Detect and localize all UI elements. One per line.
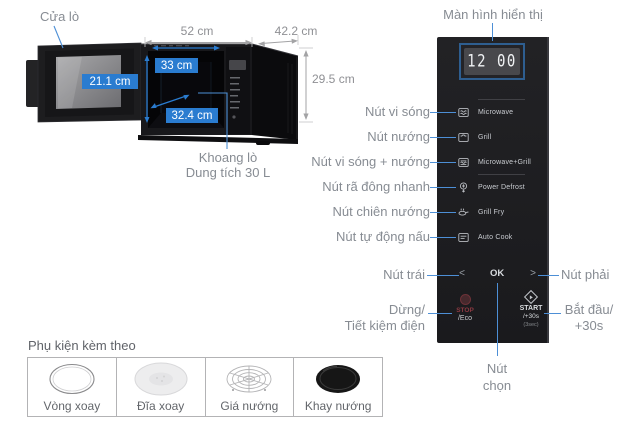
grill-fry-icon xyxy=(458,207,469,216)
control-panel: 12 00 Microwave Grill Microwave+Grill xyxy=(437,37,549,343)
left-arrow-callout-line xyxy=(427,275,459,276)
panel-separator xyxy=(478,99,525,100)
microwave-button-label: Microwave xyxy=(478,108,514,116)
auto-cook-callout-line xyxy=(430,237,456,238)
ok-button: OK xyxy=(490,268,505,279)
cavity-callout-line1: Khoang lò xyxy=(198,150,258,165)
grill-fry-button-label: Grill Fry xyxy=(478,208,505,216)
right-arrow-callout-line xyxy=(538,275,559,276)
cavity-callout-label: Khoang lò Dung tích 30 L xyxy=(168,150,288,180)
microwave-grill-button: Microwave+Grill xyxy=(458,155,531,169)
grill-callout-label: Nút nướng xyxy=(367,129,430,144)
oven-side xyxy=(251,43,299,140)
display-screen: 12 00 xyxy=(464,48,520,75)
ok-callout-line2: chọn xyxy=(482,378,512,393)
accessories-table: Vòng xoay Đĩa xoay xyxy=(27,357,383,417)
start-icon xyxy=(523,289,539,305)
grill-icon xyxy=(458,132,469,142)
grill-button-label: Grill xyxy=(478,133,492,141)
cavity-dimension-arrows xyxy=(144,45,220,123)
door-callout-label: Cửa lò xyxy=(40,9,80,24)
grill-fry-callout-label: Nút chiên nướng xyxy=(332,204,430,219)
roller-ring-icon xyxy=(49,363,95,395)
grill-fry-button: Grill Fry xyxy=(458,205,504,219)
start-hold-hint: (3sec) xyxy=(523,322,539,328)
defrost-callout-label: Nút rã đông nhanh xyxy=(322,179,430,194)
display-time: 12 00 xyxy=(467,52,517,71)
start-30s-label: /+30s xyxy=(522,313,540,320)
accessories-heading: Phụ kiện kèm theo xyxy=(28,338,136,353)
right-arrow-button: > xyxy=(530,268,536,279)
width-dimension: 52 cm xyxy=(180,24,214,38)
stop-callout-line2: Tiết kiệm điện xyxy=(344,318,425,333)
auto-cook-icon xyxy=(458,232,469,242)
ok-callout-line xyxy=(497,283,498,356)
eco-label: /Eco xyxy=(457,315,472,322)
start-label: START xyxy=(519,305,543,312)
accessory-turntable: Đĩa xoay xyxy=(117,358,206,416)
cavity-depth-badge: 32.4 cm xyxy=(166,108,218,123)
left-arrow-button: < xyxy=(459,268,465,279)
microwave-grill-callout-line xyxy=(430,162,456,163)
depth-dimension: 42.2 cm xyxy=(274,24,318,38)
left-arrow-callout-label: Nút trái xyxy=(383,267,425,282)
microwave-grill-callout-label: Nút vi sóng + nướng xyxy=(311,154,430,169)
display: 12 00 xyxy=(459,43,525,80)
grill-callout-line xyxy=(430,137,456,138)
stop-callout-label: Dừng/ Tiết kiệm điện xyxy=(345,302,425,334)
cavity-callout-line2: Dung tích 30 L xyxy=(185,165,271,180)
stop-callout-line1: Dừng/ xyxy=(388,302,425,317)
turntable-icon xyxy=(134,362,188,396)
start-callout-line xyxy=(544,313,561,314)
defrost-callout-line xyxy=(430,187,456,188)
auto-cook-button-label: Auto Cook xyxy=(478,233,513,241)
stop-icon xyxy=(459,294,471,305)
grill-rack-icon xyxy=(226,365,272,393)
door-hinge xyxy=(26,60,40,107)
start-callout-line1: Bắt đầu/ xyxy=(564,302,614,317)
accessory-baking-tray: Khay nướng xyxy=(294,358,382,416)
start-callout-label: Bắt đầu/ +30s xyxy=(558,302,620,334)
ok-callout-label: Nút chọn xyxy=(467,360,527,394)
accessory-label: Giá nướng xyxy=(220,399,279,413)
microwave-grill-button-label: Microwave+Grill xyxy=(478,158,531,166)
auto-cook-callout-label: Nút tự động nấu xyxy=(336,229,430,244)
cavity-width-badge: 33 cm xyxy=(155,58,198,73)
ok-callout-line1: Nút xyxy=(486,361,508,376)
stop-label: STOP xyxy=(456,307,474,314)
display-callout-label: Màn hình hiển thị xyxy=(443,7,543,22)
power-defrost-button: Power Defrost xyxy=(458,180,525,194)
start-button: START /+30s (3sec) xyxy=(509,289,553,328)
microwave-grill-icon xyxy=(458,157,469,167)
grill-button: Grill xyxy=(458,130,491,144)
dimension-arrows xyxy=(144,35,313,123)
stop-eco-button: STOP /Eco xyxy=(447,294,483,322)
power-defrost-icon xyxy=(459,181,468,193)
cavity-height-badge: 21.1 cm xyxy=(82,74,138,89)
microwave-icon xyxy=(458,107,469,117)
oven-panel-strip xyxy=(226,47,250,134)
start-callout-line2: +30s xyxy=(574,318,604,333)
baking-tray-icon xyxy=(316,365,361,393)
accessory-label: Khay nướng xyxy=(304,399,372,413)
microwave-callout-line xyxy=(430,112,456,113)
display-callout-line xyxy=(492,23,493,41)
microwave-callout-label: Nút vi sóng xyxy=(364,104,430,119)
accessory-label: Vòng xoay xyxy=(43,399,101,413)
accessory-roller-ring: Vòng xoay xyxy=(28,358,117,416)
illustration-callout-lines xyxy=(53,25,228,149)
stop-callout-line xyxy=(428,313,452,314)
height-dimension: 29.5 cm xyxy=(312,72,355,86)
accessory-grill-rack: Giá nướng xyxy=(206,358,295,416)
right-arrow-callout-label: Nút phải xyxy=(561,267,610,282)
power-defrost-button-label: Power Defrost xyxy=(478,183,525,191)
microwave-button: Microwave xyxy=(458,105,513,119)
grill-fry-callout-line xyxy=(430,212,456,213)
accessory-label: Đĩa xoay xyxy=(136,399,185,413)
auto-cook-button: Auto Cook xyxy=(458,230,513,244)
panel-separator xyxy=(478,174,525,175)
